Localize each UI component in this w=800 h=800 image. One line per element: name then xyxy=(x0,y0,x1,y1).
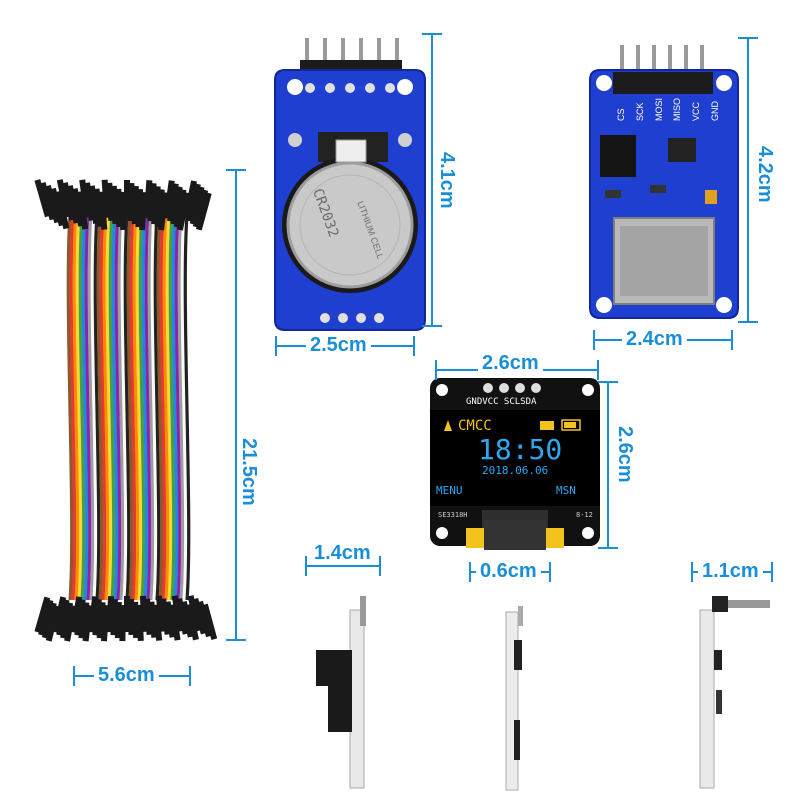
jumper-wire xyxy=(171,214,179,601)
oled-side-label: 0.6cm xyxy=(476,560,541,583)
jumper-wire xyxy=(144,214,152,601)
jumper-wire xyxy=(114,214,122,601)
sd-height-label: 4.2cm xyxy=(754,146,776,203)
sd-side-label: 1.1cm xyxy=(698,560,763,583)
jumper-wire xyxy=(90,214,98,601)
jumper-height-label: 21.5cm xyxy=(238,438,260,506)
jumper-width-label: 5.6cm xyxy=(94,664,159,687)
jumper-wire xyxy=(66,214,74,601)
jumper-wire xyxy=(138,214,146,601)
jumper-connector-top xyxy=(55,190,70,230)
oled-silk-right: 8-12 xyxy=(576,511,593,519)
jumper-wire xyxy=(87,214,95,601)
sd-width-label: 2.4cm xyxy=(622,328,687,351)
jumper-wire xyxy=(120,214,128,601)
jumper-wire xyxy=(123,214,131,601)
jumper-wire xyxy=(96,214,104,601)
jumper-wire xyxy=(111,214,119,601)
jumper-connector-top xyxy=(124,180,130,218)
jumper-wire xyxy=(135,214,143,601)
jumper-wire xyxy=(153,214,161,601)
oled-menu-left: MENU xyxy=(436,484,463,497)
jumper-wire xyxy=(165,214,173,601)
jumper-wire xyxy=(156,214,164,601)
jumper-wire xyxy=(105,214,113,601)
jumper-wire xyxy=(126,214,134,601)
jumper-connector-bottom xyxy=(185,603,199,641)
jumper-wire xyxy=(102,214,110,601)
oled-carrier: CMCC xyxy=(458,418,492,434)
jumper-wire xyxy=(141,214,149,601)
jumper-wire xyxy=(168,214,176,601)
jumper-wire xyxy=(177,214,185,601)
jumper-wire xyxy=(75,214,83,601)
oled-silk-left: SE3318H xyxy=(438,511,468,519)
jumper-wire xyxy=(129,214,137,601)
jumper-wire xyxy=(180,214,188,601)
rtc-side-label: 1.4cm xyxy=(312,542,373,565)
jumper-wire xyxy=(84,214,92,601)
jumper-wire xyxy=(69,214,77,601)
jumper-connector-bottom xyxy=(124,596,130,632)
oled-width-label: 2.6cm xyxy=(478,352,543,375)
jumper-wire xyxy=(108,214,116,601)
jumper-wire xyxy=(162,214,170,601)
jumper-wire xyxy=(183,214,191,601)
jumper-wire xyxy=(174,214,182,601)
jumper-wire xyxy=(78,214,86,601)
jumper-wire xyxy=(99,214,107,601)
jumper-wire xyxy=(147,214,155,601)
oled-height-label: 2.6cm xyxy=(614,426,636,483)
coin-cell-battery xyxy=(286,161,414,289)
jumper-connector-bottom xyxy=(201,603,218,640)
jumper-connector-top xyxy=(195,192,212,231)
oled-time: 18:50 xyxy=(478,433,563,466)
jumper-wire xyxy=(159,214,167,601)
jumper-connector-top xyxy=(98,191,108,230)
jumper-wire xyxy=(132,214,140,601)
jumper-connector-top xyxy=(76,191,89,230)
oled-date: 2018.06.06 xyxy=(482,464,549,477)
jumper-wire xyxy=(72,214,80,601)
jumper-wire xyxy=(117,214,125,601)
jumper-wire xyxy=(81,214,89,601)
oled-pin-labels: GNDVCC SCLSDA xyxy=(466,397,537,407)
jumper-wire xyxy=(150,214,158,601)
rtc-width-label: 2.5cm xyxy=(306,334,371,357)
rtc-height-label: 4.1cm xyxy=(436,152,458,209)
oled-menu-right: MSN xyxy=(556,484,576,497)
jumper-wire xyxy=(93,214,101,601)
